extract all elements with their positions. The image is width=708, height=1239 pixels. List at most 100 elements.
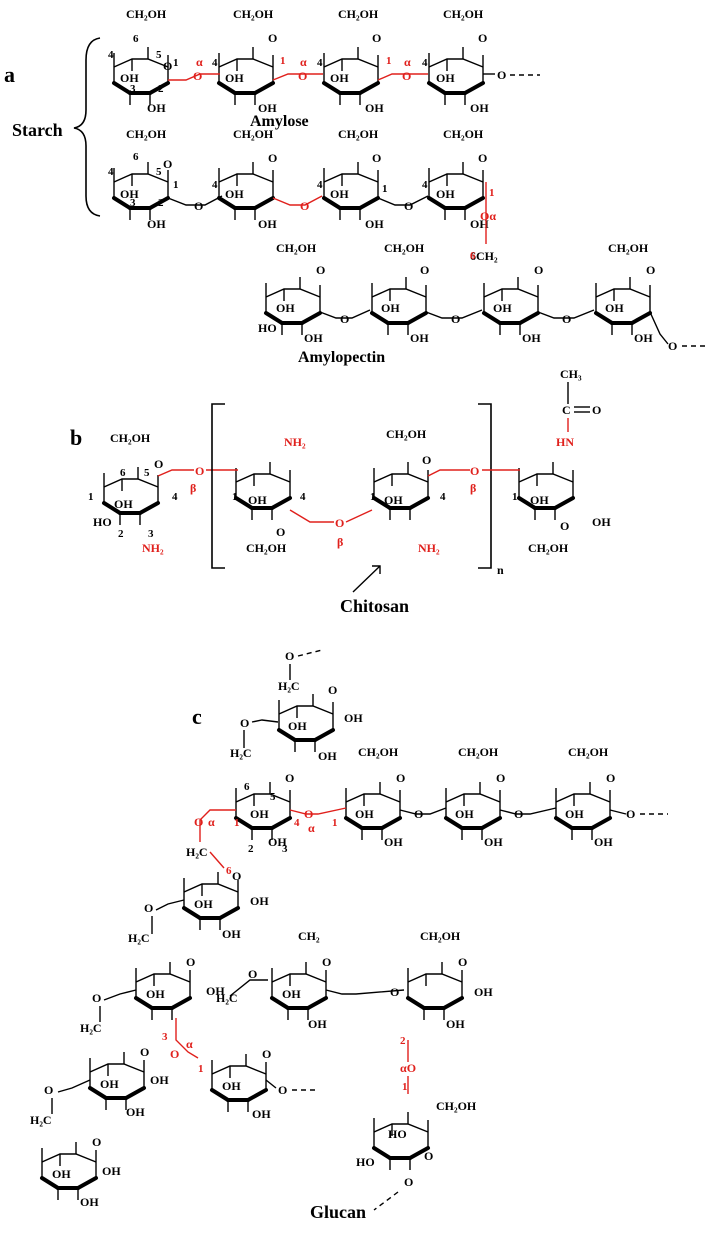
beta-label: β (470, 481, 476, 495)
ch2oh-label: CH₂OH (443, 7, 484, 21)
ring-oxygen: O (534, 263, 543, 277)
hydroxyl-label: OH (470, 217, 489, 231)
ring-oxygen: O (496, 771, 505, 785)
amylopectin-main-chain: CH₂OH CH₂OH CH₂OH CH₂OH O O O O OH OH OH… (108, 127, 498, 263)
hydroxyl-label: OH (250, 894, 269, 908)
h2c-label: H₂C (216, 991, 238, 1005)
position-1-red: 1 (489, 187, 495, 199)
hydroxyl-label: OH (384, 835, 403, 849)
hydroxyl-label: OH (276, 301, 295, 315)
glycosidic-oxygen: O (193, 69, 202, 83)
position-4: 4 (422, 57, 428, 69)
position-2: 2 (248, 843, 254, 855)
ch2oh-label: CH₂OH (436, 1099, 477, 1113)
amino-group: NH₂ (284, 435, 306, 449)
ring-oxygen: O (285, 771, 294, 785)
hydroxyl-label: OH (225, 187, 244, 201)
hydroxyl-label: OH (365, 217, 384, 231)
terminal-oxygen: O (497, 68, 506, 82)
hydroxyl-label: OH (634, 331, 653, 345)
ch2oh-label: CH₂OH (384, 241, 425, 255)
repeat-count: n (497, 563, 504, 577)
glycosidic-oxygen: O (414, 807, 423, 821)
ch2oh-label: CH₂OH (338, 7, 379, 21)
hydroxyl-label: HO (388, 1127, 407, 1141)
ring-oxygen: O (268, 151, 277, 165)
position-3: 3 (130, 197, 136, 209)
position-5: 5 (270, 791, 276, 803)
hydroxyl-label: OH (52, 1167, 71, 1181)
ring-oxygen: O (396, 771, 405, 785)
glycosidic-oxygen: O (390, 985, 399, 999)
ch2oh-label: CH₂OH (110, 431, 151, 445)
glycosidic-oxygen: O (451, 312, 460, 326)
ring-oxygen: O (163, 59, 172, 73)
hydroxyl-label: OH (194, 897, 213, 911)
starch-label: Starch (12, 120, 63, 140)
alpha-label: α (196, 55, 203, 69)
ring-oxygen: O (606, 771, 615, 785)
position-3-red: 3 (162, 1031, 168, 1043)
position-1: 1 (173, 179, 179, 191)
position-4: 4 (108, 49, 114, 61)
ch2oh-label: CH₂OH (443, 127, 484, 141)
position-1: 1 (232, 491, 238, 503)
amino-group: NH₂ (418, 541, 440, 555)
position-1: 1 (88, 491, 94, 503)
position-2: 2 (158, 83, 164, 95)
glycosidic-oxygen: O (470, 464, 479, 478)
glycosidic-oxygen: O (248, 967, 257, 981)
ring-oxygen: O (404, 1175, 413, 1189)
hydroxyl-label: OH (304, 331, 323, 345)
glycosidic-oxygen: O (144, 901, 153, 915)
position-1-red: 1 (234, 817, 240, 829)
hydroxyl-label: OH (594, 835, 613, 849)
ring-oxygen: O (478, 151, 487, 165)
position-6: 6 (133, 33, 139, 45)
hydroxyl-label: OH (446, 1017, 465, 1031)
ring-oxygen: O (458, 955, 467, 969)
glycosidic-oxygen: O (340, 312, 349, 326)
alpha-label: α (404, 55, 411, 69)
position-3: 3 (148, 528, 154, 540)
alpha-label: α (208, 815, 215, 829)
position-4: 4 (317, 179, 323, 191)
glycosidic-oxygen: O (562, 312, 571, 326)
ch2oh-label: CH₂OH (608, 241, 649, 255)
position-6-red: 6 (226, 865, 232, 877)
position-4-red: 4 (294, 817, 300, 829)
terminal-oxygen: O (278, 1083, 287, 1097)
hydroxyl-label: OH (102, 1164, 121, 1178)
ch2oh-label: CH₂OH (420, 929, 461, 943)
hydroxyl-label: OH (530, 493, 549, 507)
hydroxyl-label: OH (222, 927, 241, 941)
hydroxyl-label: OH (146, 987, 165, 1001)
hydroxyl-label: OH (436, 71, 455, 85)
glycosidic-oxygen: O (304, 807, 313, 821)
h2c-label: H₂C (186, 845, 208, 859)
chitosan-arrow (352, 565, 381, 593)
ch2oh-label: CH₂OH (233, 127, 274, 141)
position-6: 6 (133, 151, 139, 163)
position-1: 1 (382, 183, 388, 195)
hydroxyl-label: OH (100, 1077, 119, 1091)
hydroxyl-label: OH (288, 719, 307, 733)
amylose-chain: CH₂OH CH₂OH CH₂OH CH₂OH O O O O OH OH OH… (108, 7, 540, 130)
branch-oxygen-alpha: Oα (480, 209, 496, 223)
ch2oh-label: CH₂OH (126, 7, 167, 21)
hydroxyl-label: OH (147, 101, 166, 115)
position-6-red: 6 (470, 250, 476, 262)
ch2oh-label: CH₂OH (386, 427, 427, 441)
hydroxyl-label: OH (258, 217, 277, 231)
hydroxyl-label: OH (410, 331, 429, 345)
ring-oxygen: O (316, 263, 325, 277)
chitosan-structure: CH₂OH O OH HO NH₂ 1 2 3 4 5 6 O β n NH₂ … (88, 367, 611, 616)
ring-oxygen: O (478, 31, 487, 45)
hydroxyl-label: OH (355, 807, 374, 821)
position-1: 1 (512, 491, 518, 503)
amide-nh: HN (556, 435, 574, 449)
hydroxyl-label: OH (436, 187, 455, 201)
ring-oxygen: O (422, 453, 431, 467)
hydroxyl-label: OH (318, 749, 337, 763)
hydroxyl-label: OH (120, 187, 139, 201)
